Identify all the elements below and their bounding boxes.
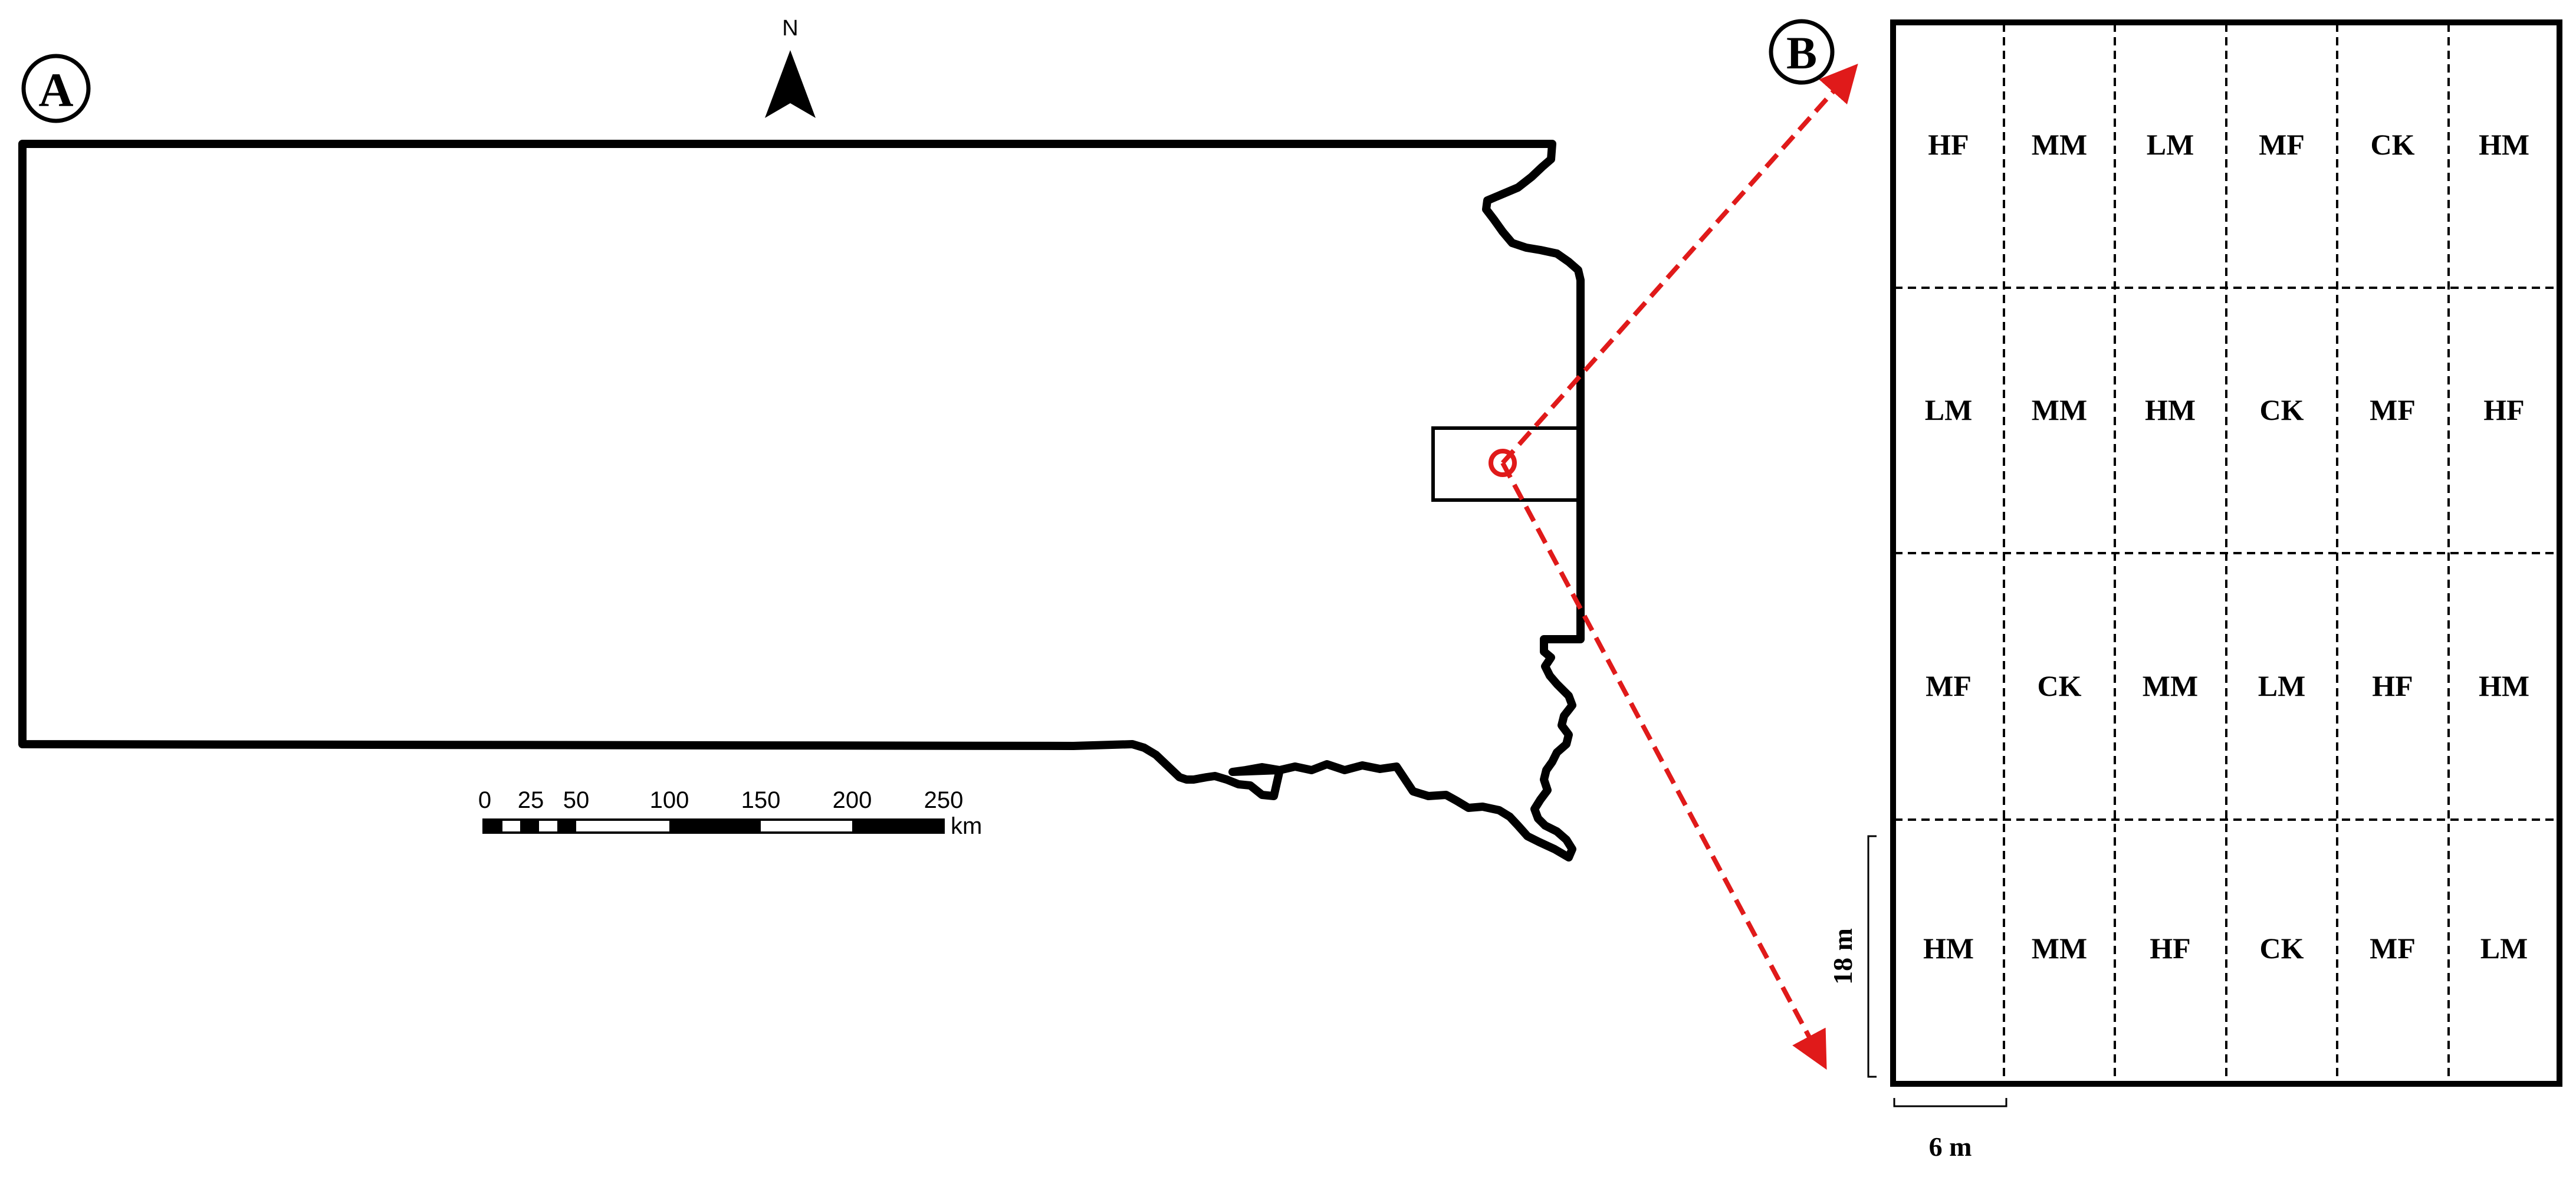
scale-unit: km [951,813,982,839]
scale-tick-label: 150 [741,787,781,813]
scale-tick-label: 200 [833,787,872,813]
plot-cell-label: MF [2259,128,2305,161]
plot-cell-label: CK [2260,393,2304,426]
callout-arrow-lower [1500,462,1827,1070]
plot-cell-label: CK [2260,932,2304,965]
plot-cell-label: LM [2147,128,2194,161]
plot-cell-label: CK [2371,128,2415,161]
plot-height-dimension: 18 m [1828,835,1877,1078]
panel-a-label: A [21,54,91,123]
scale-tick-label: 0 [478,787,491,813]
plot-cell-label: CK [2038,669,2082,702]
plot-width-dimension: 6 m [1893,1098,2007,1162]
plot-cell-label: MM [2032,393,2087,426]
scale-tick-label: 25 [518,787,544,813]
plot-cell-label: HM [2479,669,2529,702]
study-area-box [1431,426,1582,502]
plot-cell-label: HF [2150,932,2190,965]
plot-cell-label: MM [2032,128,2087,161]
state-outline [18,140,1585,862]
panel-a: A N 0 25 50 100 [18,16,1858,1070]
callout-arrow-upper [1501,64,1858,465]
plot-cell-label: MM [2143,669,2198,702]
plot-cell-label: HF [2372,669,2413,702]
plot-cell-label: HF [2483,393,2524,426]
plot-cell-label: MF [2370,393,2416,426]
panel-a-label-text: A [38,63,73,117]
panel-b-label: B [1769,19,1835,85]
plot-cell-label: HF [1928,128,1969,161]
panel-b-label-text: B [1786,27,1817,78]
plot-cell-label: HM [2145,393,2196,426]
plot-cell-label: MF [2370,932,2416,965]
north-label: N [782,16,798,41]
scale-tick-label: 100 [650,787,689,813]
scale-tick-label: 50 [563,787,590,813]
plot-cell-label: HM [1923,932,1974,965]
plot-height-label: 18 m [1828,928,1858,985]
plot-frame [1890,19,2562,1087]
plot-cell-label: LM [2480,932,2528,965]
plot-cell-label: MM [2032,932,2087,965]
plot-cell-label: HM [2479,128,2529,161]
scale-tick-label: 250 [924,787,964,813]
plot-cell-label: MF [1926,669,1972,702]
scale-bar: 0 25 50 100 150 200 250 km [478,787,982,839]
plot-width-label: 6 m [1929,1132,1972,1162]
plot-cell-label: LM [2258,669,2306,702]
plot-cell-label: LM [1925,393,1973,426]
north-arrow-icon: N [765,16,816,118]
plot-grid-lines [1894,24,2558,1083]
panel-b: B HF MM LM MF CK HM LM MM HM [1769,19,2562,1162]
